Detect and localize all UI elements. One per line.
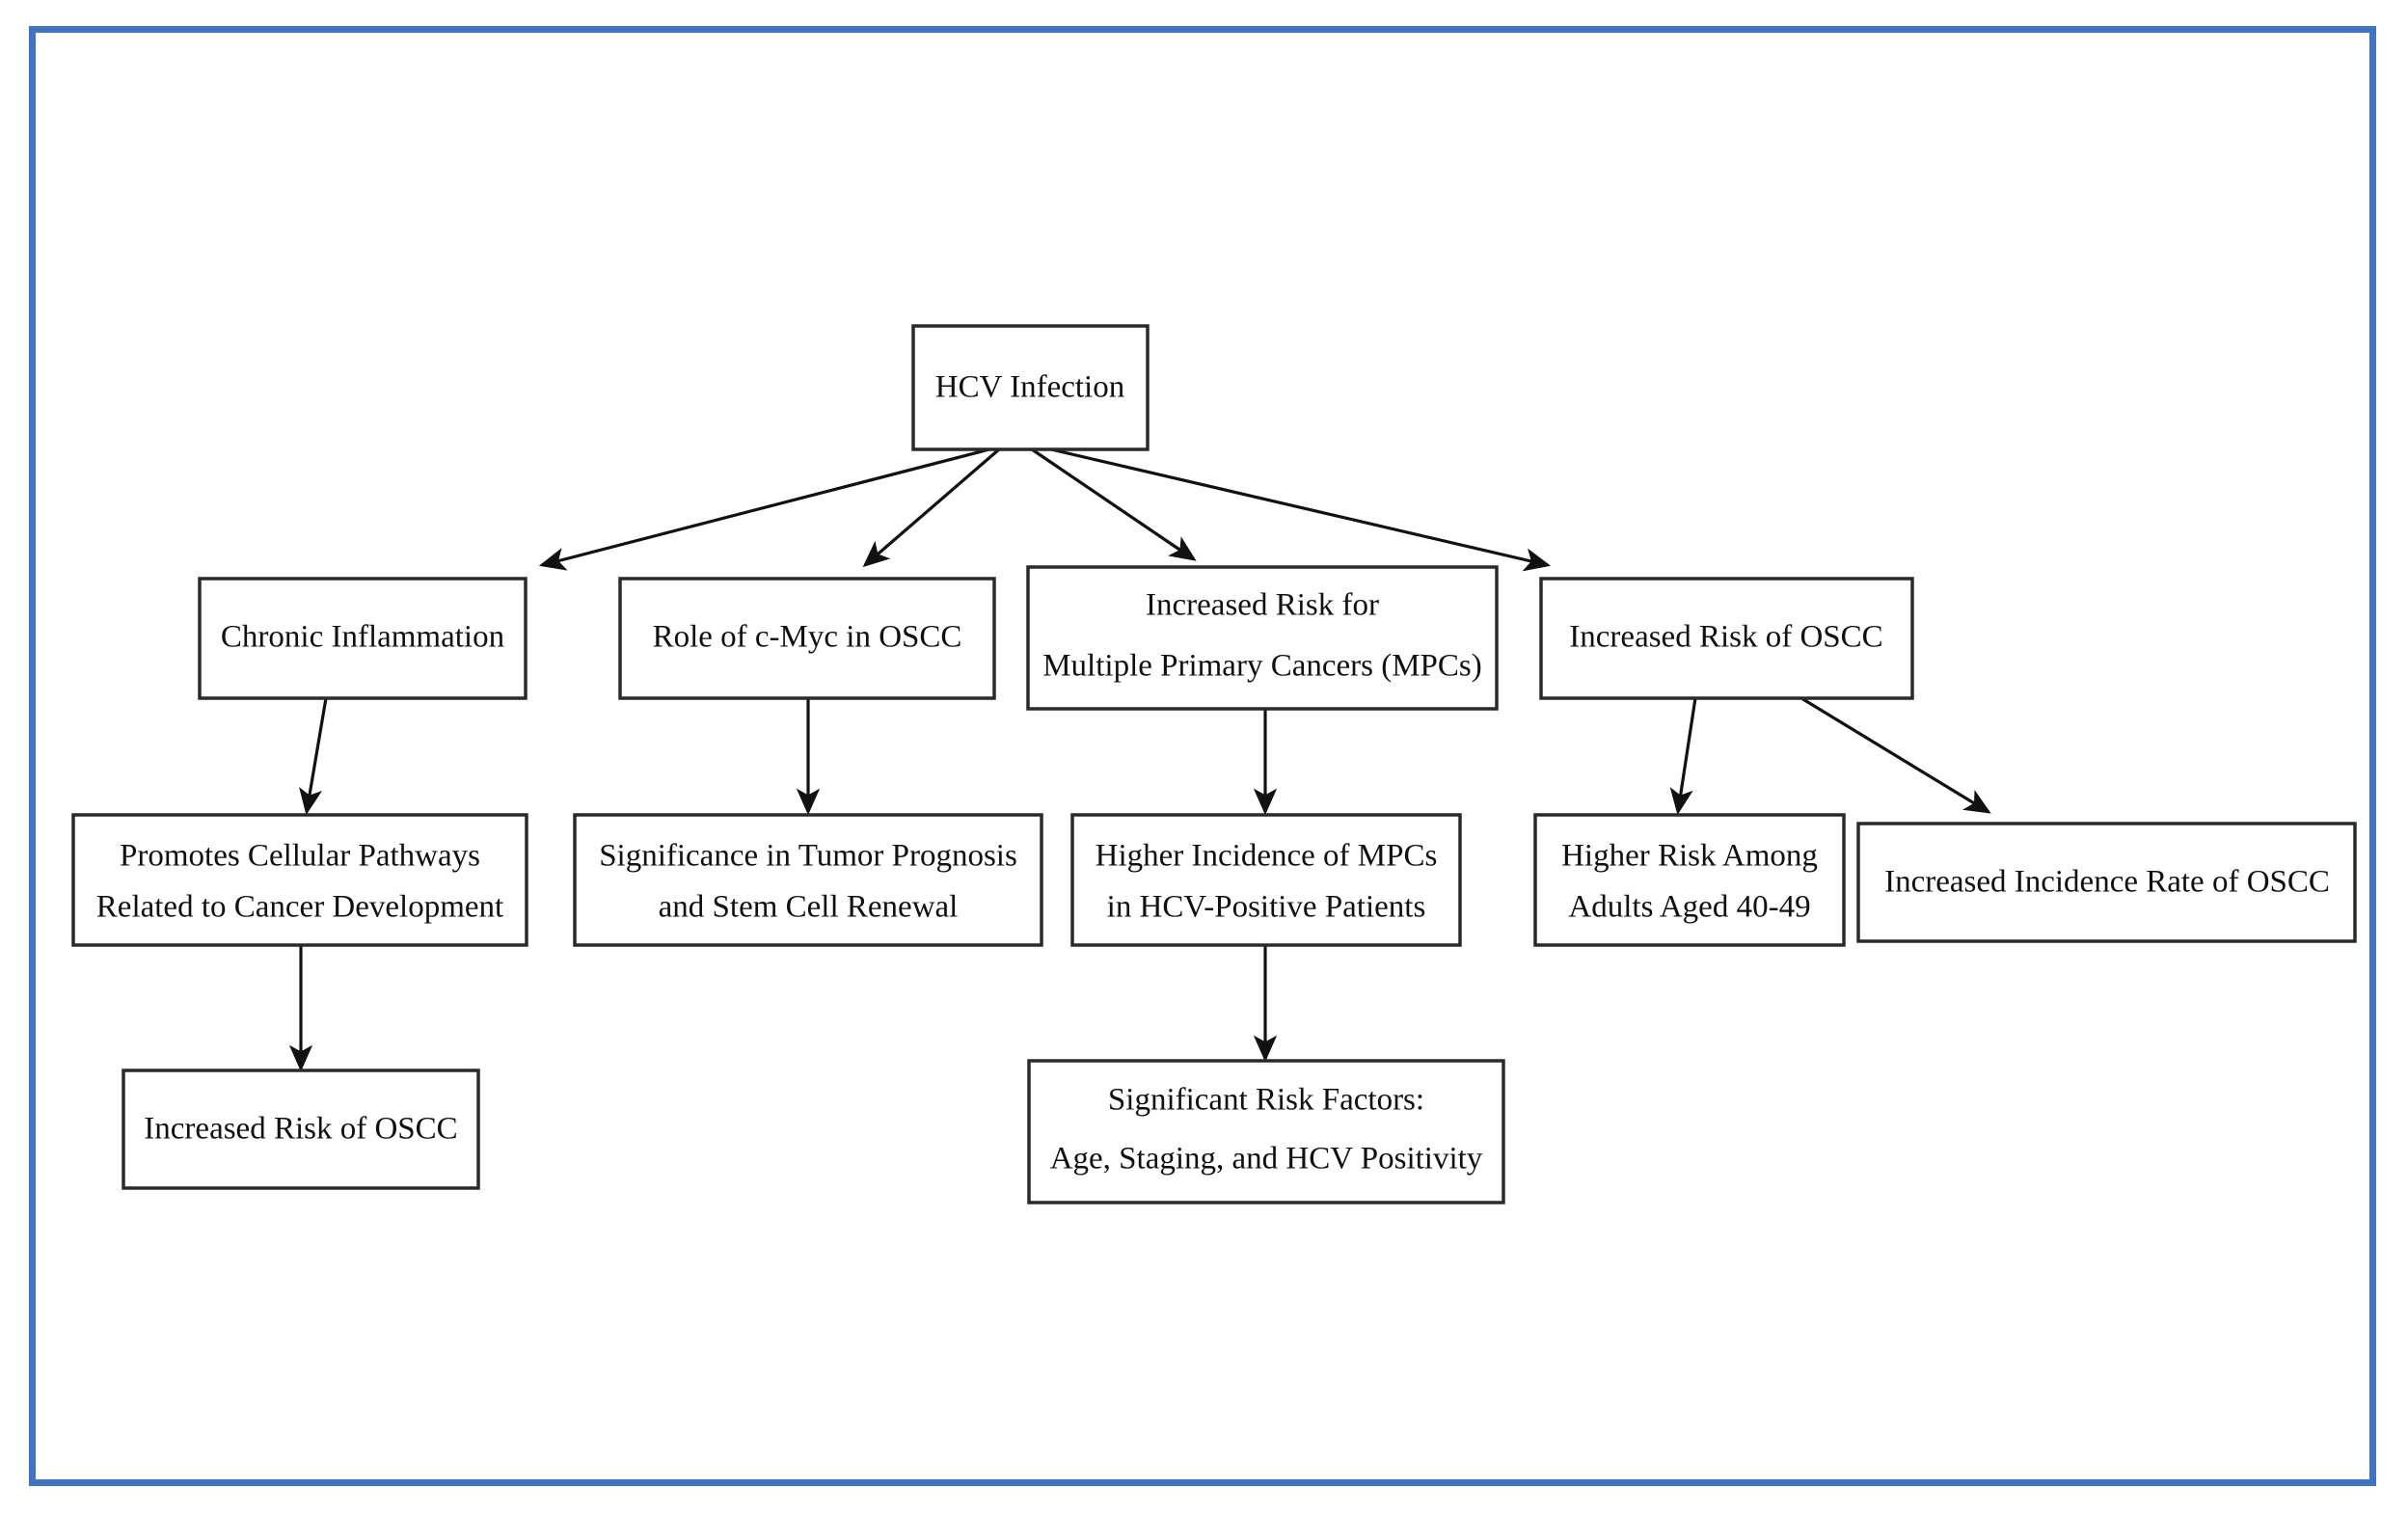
node-higher-risk-among-adults-box[interactable] (1533, 813, 1846, 947)
node-increased-risk-for-mpcs-box[interactable] (1026, 565, 1499, 711)
edge-root-to-mpc-risk (1031, 447, 1197, 561)
node-significance-in-tumor-prognosis-line-0: Significance in Tumor Prognosis (599, 839, 1017, 874)
node-increased-risk-for-mpcs[interactable]: Increased Risk for Multiple Primary Canc… (1026, 565, 1499, 711)
node-role-of-cmyc-in-oscc[interactable]: Role of c-Myc in OSCC (618, 577, 996, 700)
node-role-of-cmyc-in-oscc-line-0: Role of c-Myc in OSCC (653, 620, 962, 655)
figure-border-frame (29, 26, 2376, 1486)
node-significant-risk-factors-box[interactable] (1027, 1059, 1505, 1204)
node-increased-risk-for-mpcs-line-1: Multiple Primary Cancers (MPCs) (1042, 649, 1482, 684)
node-increased-risk-of-oscc[interactable]: Increased Risk of OSCC (1539, 577, 1914, 700)
edge-chronic-inflammation-to-cellular-pathways (299, 697, 328, 816)
edge-oscc-risk-to-incidence-rate (1800, 696, 1991, 814)
node-significance-in-tumor-prognosis[interactable]: Significance in Tumor Prognosis and Stem… (573, 813, 1043, 947)
node-hcv-infection[interactable]: HCV Infection (911, 324, 1150, 451)
node-significant-risk-factors[interactable]: Significant Risk Factors: Age, Staging, … (1027, 1059, 1505, 1204)
node-increased-risk-of-oscc-box[interactable] (1539, 577, 1914, 700)
node-higher-risk-among-adults-line-0: Higher Risk Among (1561, 839, 1818, 874)
edge-root-to-cmyc-role (862, 447, 1001, 568)
node-increased-incidence-rate-of-oscc[interactable]: Increased Incidence Rate of OSCC (1856, 822, 2357, 943)
edge-oscc-risk-to-adults-risk (1669, 697, 1697, 816)
node-significance-in-tumor-prognosis-box[interactable] (573, 813, 1043, 947)
node-increased-incidence-rate-of-oscc-box[interactable] (1856, 822, 2357, 943)
node-chronic-inflammation[interactable]: Chronic Inflammation (198, 577, 528, 700)
node-higher-incidence-of-mpcs[interactable]: Higher Incidence of MPCs in HCV-Positive… (1070, 813, 1462, 947)
node-chronic-inflammation-line-0: Chronic Inflammation (221, 620, 504, 655)
node-higher-risk-among-adults-line-1: Adults Aged 40-49 (1568, 890, 1810, 925)
node-significant-risk-factors-line-1: Age, Staging, and HCV Positivity (1050, 1142, 1483, 1177)
node-promotes-cellular-pathways-line-0: Promotes Cellular Pathways (120, 839, 480, 874)
node-increased-risk-of-oscc-leaf[interactable]: Increased Risk of OSCC (122, 1069, 480, 1190)
node-higher-incidence-of-mpcs-box[interactable] (1070, 813, 1462, 947)
node-increased-incidence-rate-of-oscc-line-0: Increased Incidence Rate of OSCC (1884, 865, 2330, 900)
node-significant-risk-factors-line-0: Significant Risk Factors: (1108, 1083, 1424, 1118)
node-significance-in-tumor-prognosis-line-1: and Stem Cell Renewal (659, 890, 959, 925)
node-role-of-cmyc-in-oscc-box[interactable] (618, 577, 996, 700)
node-increased-risk-of-oscc-line-0: Increased Risk of OSCC (1569, 620, 1882, 655)
node-higher-risk-among-adults[interactable]: Higher Risk Among Adults Aged 40-49 (1533, 813, 1846, 947)
node-hcv-infection-box[interactable] (911, 324, 1150, 451)
node-hcv-infection-line-0: HCV Infection (935, 370, 1124, 405)
edge-group-row2 (288, 945, 1278, 1072)
edge-group-root (538, 447, 1552, 572)
node-promotes-cellular-pathways[interactable]: Promotes Cellular Pathways Related to Ca… (71, 813, 528, 947)
node-increased-risk-of-oscc-leaf-box[interactable] (122, 1069, 480, 1190)
edge-root-to-chronic-inflammation (538, 447, 990, 571)
edge-root-to-oscc-risk (1050, 447, 1552, 572)
node-promotes-cellular-pathways-box[interactable] (71, 813, 528, 947)
node-higher-incidence-of-mpcs-line-0: Higher Incidence of MPCs (1096, 839, 1438, 874)
edge-group-row1 (299, 696, 1991, 816)
node-increased-risk-for-mpcs-line-0: Increased Risk for (1146, 588, 1379, 623)
node-increased-risk-of-oscc-leaf-line-0: Increased Risk of OSCC (144, 1112, 457, 1147)
node-higher-incidence-of-mpcs-line-1: in HCV-Positive Patients (1107, 890, 1426, 925)
node-chronic-inflammation-box[interactable] (198, 577, 528, 700)
node-promotes-cellular-pathways-line-1: Related to Cancer Development (96, 890, 503, 925)
